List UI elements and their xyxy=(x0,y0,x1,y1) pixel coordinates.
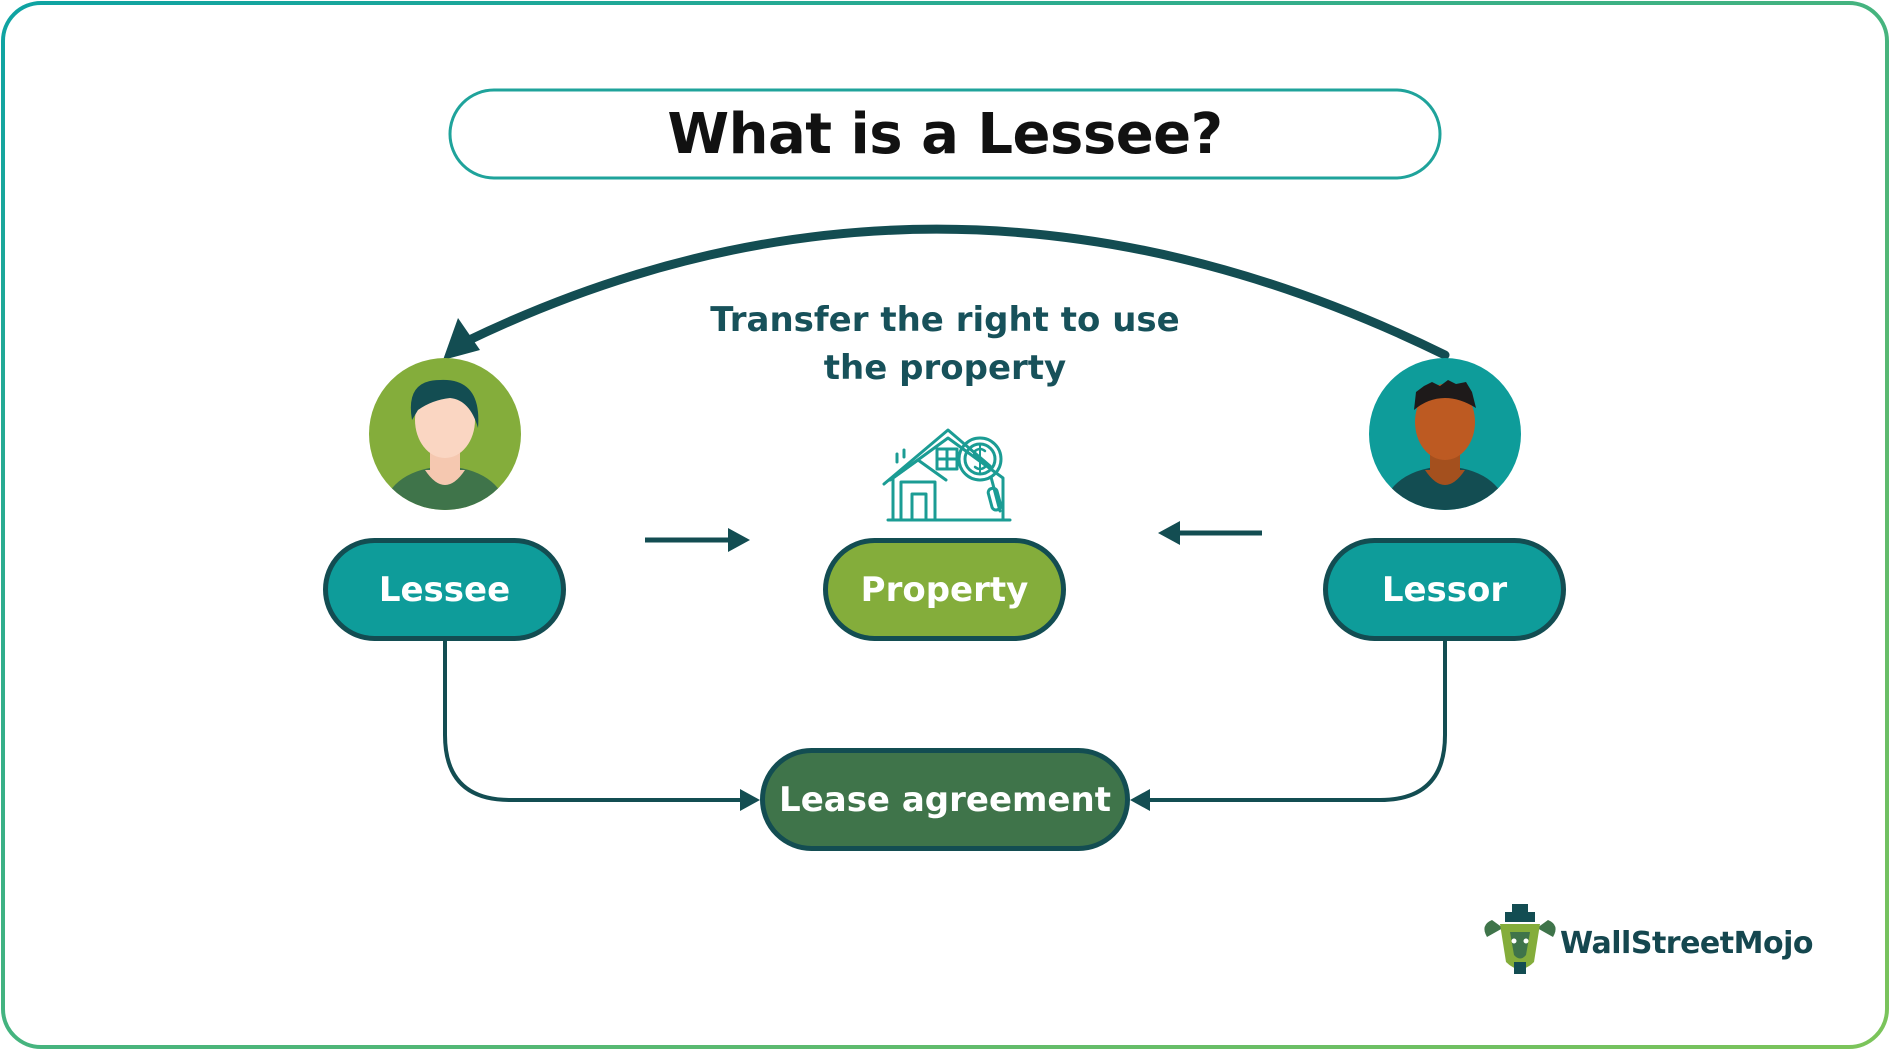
lease-agreement-node: Lease agreement xyxy=(760,748,1130,851)
lessor-node: Lessor xyxy=(1323,538,1566,641)
caption-line-2: the property xyxy=(823,348,1067,388)
arrow-lessee-to-property-head xyxy=(728,528,750,552)
connector-lessor-to-lease xyxy=(1150,641,1447,802)
arrow-lessor-to-property-head xyxy=(1158,521,1180,545)
lessee-avatar-icon xyxy=(369,358,521,510)
connector-lessee-head xyxy=(740,789,760,811)
house-search-icon xyxy=(882,428,1012,522)
transfer-caption: Transfer the right to use the property xyxy=(640,296,1250,392)
transfer-arc-arrowhead xyxy=(443,318,480,360)
connector-lessor-head xyxy=(1130,789,1150,811)
lessee-node: Lessee xyxy=(323,538,566,641)
connector-lessee-to-lease xyxy=(443,641,740,802)
bull-logo-icon xyxy=(1484,904,1556,974)
caption-line-1: Transfer the right to use xyxy=(710,300,1180,340)
title-pill xyxy=(448,88,1442,180)
brand-wordmark: WallStreetMojo xyxy=(1560,925,1813,961)
property-node: Property xyxy=(823,538,1066,641)
transfer-arc xyxy=(460,224,1450,360)
page-title: What is a Lessee? xyxy=(667,101,1223,167)
